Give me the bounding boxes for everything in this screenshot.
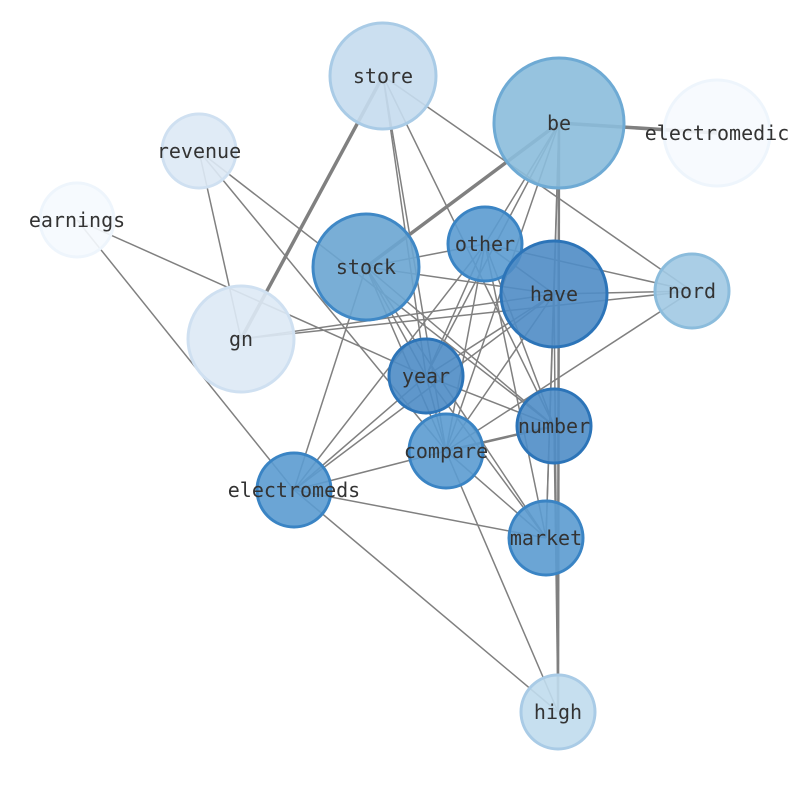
- node-market: market: [507, 499, 585, 577]
- node-circle: [507, 499, 585, 577]
- node-circle: [499, 239, 609, 349]
- node-label: compare: [404, 439, 488, 463]
- node-circle: [515, 387, 593, 465]
- node-label: number: [518, 414, 590, 438]
- node-earnings: earnings: [29, 181, 125, 259]
- node-nord: nord: [653, 252, 731, 330]
- node-circle: [492, 56, 626, 190]
- node-label: nord: [668, 279, 716, 303]
- node-circle: [160, 112, 238, 190]
- node-label: other: [455, 232, 515, 256]
- edge-electromeds-high: [293, 489, 559, 713]
- node-label: electromedic: [645, 121, 790, 145]
- node-circle: [662, 78, 772, 188]
- node-have: have: [499, 239, 609, 349]
- edge-nord-gn: [240, 290, 693, 340]
- node-label: electromeds: [228, 478, 360, 502]
- node-store: store: [328, 21, 438, 131]
- node-label: revenue: [157, 139, 241, 163]
- node-compare: compare: [404, 412, 488, 490]
- node-electromedic: electromedic: [645, 78, 790, 188]
- edge-earnings-electromeds: [76, 219, 295, 491]
- edge-nord-compare: [445, 290, 693, 452]
- edge-compare-high: [445, 450, 559, 713]
- node-high: high: [519, 673, 597, 751]
- node-circle: [328, 21, 438, 131]
- node-be: be: [492, 56, 626, 190]
- node-circle: [255, 451, 333, 529]
- node-circle: [653, 252, 731, 330]
- node-circle: [407, 412, 485, 490]
- node-label: store: [353, 64, 413, 88]
- node-label: market: [510, 526, 582, 550]
- node-circle: [186, 284, 296, 394]
- node-gn: gn: [186, 284, 296, 394]
- node-circle: [387, 337, 465, 415]
- node-label: gn: [229, 327, 253, 351]
- node-electromeds: electromeds: [228, 451, 360, 529]
- node-revenue: revenue: [157, 112, 241, 190]
- node-circle: [311, 212, 421, 322]
- node-label: have: [530, 282, 578, 306]
- node-label: stock: [336, 255, 396, 279]
- node-label: high: [534, 700, 582, 724]
- edge-electromeds-market: [293, 489, 547, 539]
- node-circle: [446, 205, 524, 283]
- edge-other-market: [484, 243, 547, 539]
- node-label: year: [402, 364, 450, 388]
- node-label: earnings: [29, 208, 125, 232]
- node-circle: [38, 181, 116, 259]
- node-stock: stock: [311, 212, 421, 322]
- node-number: number: [515, 387, 593, 465]
- node-circle: [519, 673, 597, 751]
- node-other: other: [446, 205, 524, 283]
- node-year: year: [387, 337, 465, 415]
- node-label: be: [547, 111, 571, 135]
